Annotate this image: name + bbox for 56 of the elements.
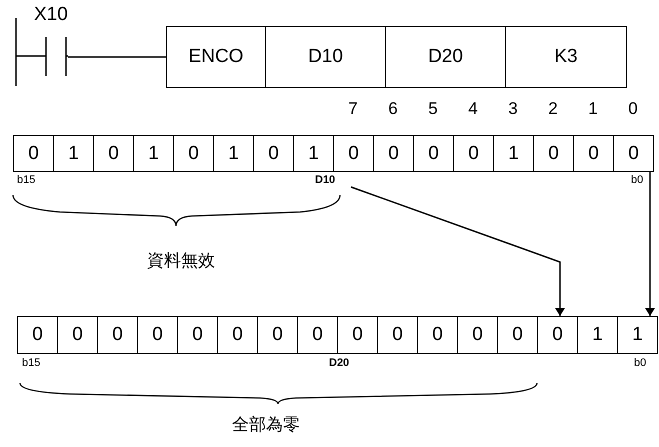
bit-label: b0 bbox=[634, 357, 646, 370]
bit-number: 0 bbox=[628, 100, 638, 119]
bit-number: 5 bbox=[428, 100, 438, 119]
bit-cell: 0 bbox=[253, 135, 294, 172]
bit-cell: 1 bbox=[213, 135, 254, 172]
bit-cell: 0 bbox=[173, 135, 214, 172]
bit-cell: 0 bbox=[137, 316, 178, 354]
bit-cell: 0 bbox=[413, 135, 454, 172]
bit-cell: 0 bbox=[257, 316, 298, 354]
brace-caption: 全部為零 bbox=[232, 416, 300, 435]
connector-line bbox=[68, 56, 166, 58]
bit-cell: 0 bbox=[533, 135, 574, 172]
instruction-operand: K3 bbox=[505, 26, 627, 88]
arrow bbox=[350, 186, 565, 316]
bit-number: 2 bbox=[548, 100, 558, 119]
bit-cell: 0 bbox=[17, 316, 58, 354]
bit-cell: 0 bbox=[93, 135, 134, 172]
bit-cell: 0 bbox=[373, 135, 414, 172]
bit-cell: 0 bbox=[217, 316, 258, 354]
register-name: D20 bbox=[329, 357, 350, 370]
bit-cell: 0 bbox=[333, 135, 374, 172]
bit-cell: 0 bbox=[177, 316, 218, 354]
bit-number: 1 bbox=[588, 100, 598, 119]
instruction-operand: D20 bbox=[385, 26, 506, 88]
bit-number: 7 bbox=[348, 100, 358, 119]
register-name: D10 bbox=[315, 173, 336, 187]
bit-label: b0 bbox=[631, 174, 644, 186]
bit-label: b15 bbox=[22, 357, 40, 370]
bit-cell: 0 bbox=[417, 316, 458, 354]
instruction-operand: ENCO bbox=[166, 26, 266, 88]
bit-cell: 0 bbox=[457, 316, 498, 354]
bit-cell: 0 bbox=[497, 316, 538, 354]
bit-number: 6 bbox=[388, 100, 398, 119]
bit-cell: 0 bbox=[13, 135, 54, 172]
bit-cell: 1 bbox=[53, 135, 94, 172]
bit-cell: 1 bbox=[493, 135, 534, 172]
bit-number: 4 bbox=[468, 100, 478, 119]
bit-cell: 0 bbox=[537, 316, 578, 354]
brace-caption: 資料無效 bbox=[147, 252, 215, 271]
bit-cell: 1 bbox=[617, 316, 658, 354]
bit-cell: 0 bbox=[377, 316, 418, 354]
bit-label: b15 bbox=[17, 174, 36, 186]
bit-cell: 0 bbox=[97, 316, 138, 354]
bit-cell: 0 bbox=[337, 316, 378, 354]
contact-label: X10 bbox=[34, 4, 68, 26]
arrow bbox=[645, 172, 655, 316]
bit-cell: 0 bbox=[613, 135, 654, 172]
bit-cell: 0 bbox=[297, 316, 338, 354]
bit-number: 3 bbox=[508, 100, 518, 119]
bit-cell: 1 bbox=[577, 316, 618, 354]
instruction-operand: D10 bbox=[265, 26, 386, 88]
bit-cell: 1 bbox=[133, 135, 174, 172]
bit-cell: 0 bbox=[57, 316, 98, 354]
bit-cell: 0 bbox=[573, 135, 614, 172]
bit-cell: 1 bbox=[293, 135, 334, 172]
bit-cell: 0 bbox=[453, 135, 494, 172]
